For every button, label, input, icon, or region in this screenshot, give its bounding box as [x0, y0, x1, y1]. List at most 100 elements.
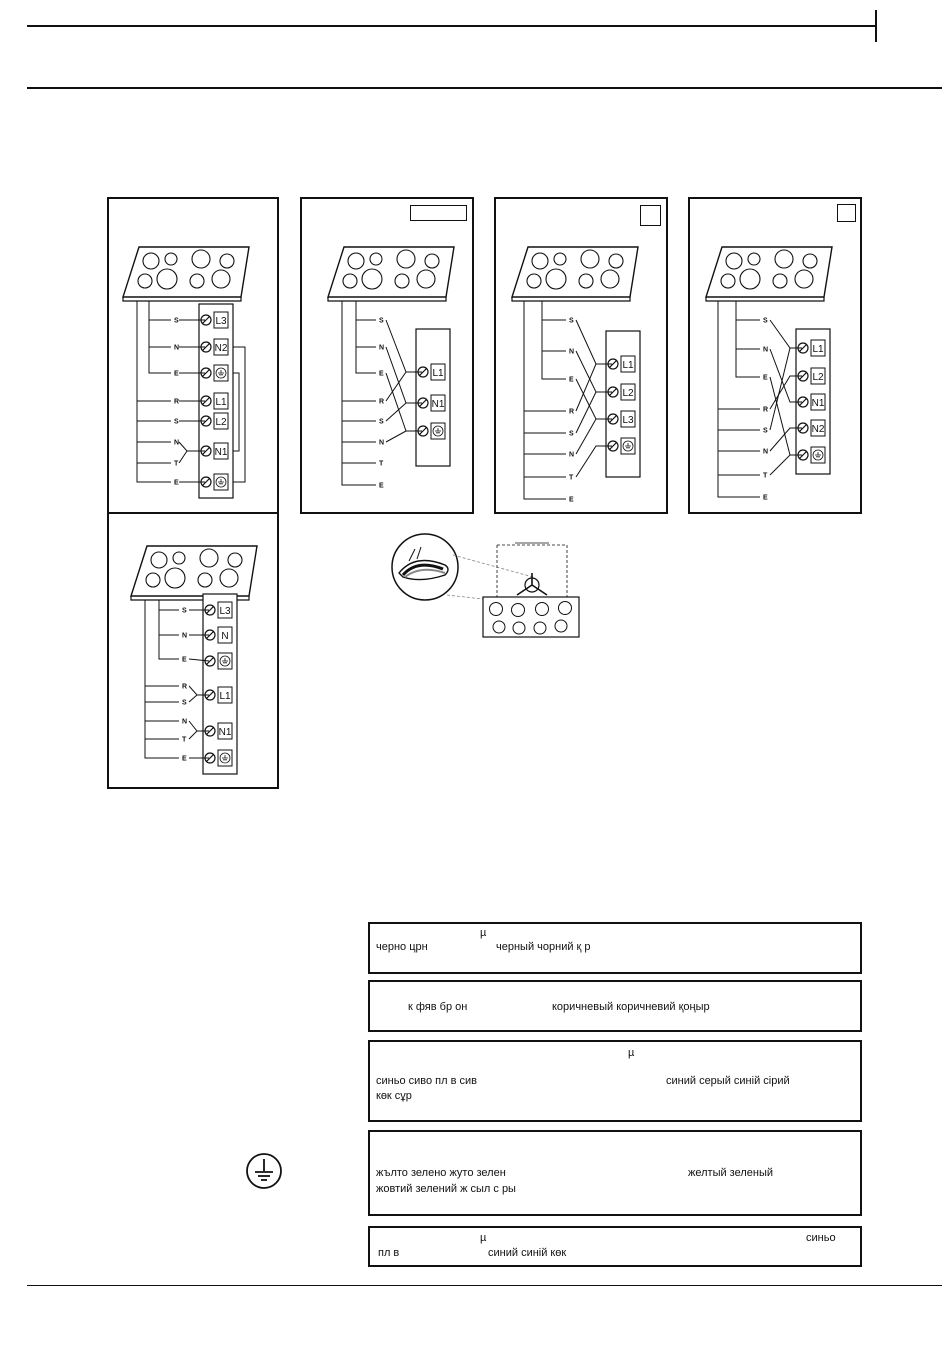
- screw-slot: [206, 727, 214, 735]
- terminal-label: N1: [432, 399, 445, 410]
- wire-link: [575, 445, 612, 478]
- terminal-label: N2: [215, 343, 228, 354]
- hob-edge: [327, 297, 447, 302]
- terminal-label-box: [620, 355, 636, 373]
- wire-label: E: [182, 657, 187, 664]
- cooking-zone: [739, 268, 761, 290]
- cooking-zone: [150, 551, 168, 569]
- wire-label: N: [763, 347, 768, 354]
- cooking-zone: [369, 252, 383, 266]
- color-text: черный чорний қ р: [496, 941, 591, 953]
- wire-label: N: [763, 449, 768, 456]
- wire-label: S: [569, 431, 574, 438]
- hob-illustration: [122, 246, 250, 302]
- screw-slot: [202, 417, 210, 425]
- wire-label: E: [379, 483, 384, 490]
- earth-icon: [215, 476, 227, 488]
- earth-ground-icon: [246, 1153, 282, 1189]
- terminal-label-box: [620, 383, 636, 401]
- screw-slot: [799, 398, 807, 406]
- terminal: [204, 652, 233, 670]
- wire-label: T: [379, 461, 384, 468]
- cooking-zone: [342, 273, 358, 289]
- cable-trunk: [158, 600, 179, 660]
- wire-label: R: [569, 409, 574, 416]
- wire-label: E: [182, 756, 187, 763]
- wire-link: [575, 418, 597, 455]
- wire-label: T: [569, 475, 574, 482]
- cooking-zone: [608, 253, 624, 269]
- screw-slot: [799, 424, 807, 432]
- terminal: L1: [607, 355, 636, 373]
- terminal: L1: [200, 392, 229, 410]
- cable-trunk: [541, 301, 566, 380]
- diagram-2-badge: [410, 205, 467, 221]
- cooking-zone: [142, 252, 160, 270]
- earth-symbol: [815, 452, 821, 458]
- terminal-label: L2: [812, 372, 824, 383]
- terminal-block: [605, 330, 641, 478]
- cable-trunk: [144, 600, 179, 759]
- wire-label: E: [763, 495, 768, 502]
- cable-trunk: [136, 301, 171, 483]
- wire-label: S: [182, 700, 187, 707]
- wire-link: [769, 375, 802, 410]
- color-text: коричневый коричневий қоңыр: [552, 1001, 710, 1013]
- terminal-label: L3: [219, 606, 231, 617]
- terminal-label: L1: [219, 691, 231, 702]
- cable-trunk: [735, 301, 760, 378]
- wire-link: [769, 454, 791, 476]
- terminal-label-box: [213, 442, 229, 460]
- screw-slot: [202, 397, 210, 405]
- terminal-label: N1: [812, 398, 825, 409]
- earth-icon: [219, 655, 231, 667]
- screw-slot: [799, 451, 807, 459]
- screw-slot: [202, 447, 210, 455]
- wire-label: S: [174, 318, 179, 325]
- cooking-zone: [720, 273, 736, 289]
- terminal-label-box: [217, 626, 233, 644]
- wire-label: N: [174, 345, 179, 352]
- hob-edge: [122, 297, 242, 302]
- header-rule-bottom: [27, 87, 942, 89]
- terminal-label-box: [430, 394, 446, 412]
- screw-slot: [202, 343, 210, 351]
- wire-label: R: [182, 684, 187, 691]
- screw-slot: [609, 360, 617, 368]
- terminal-label-box: [213, 311, 229, 329]
- cooking-zone: [137, 273, 153, 289]
- cooking-zone: [361, 268, 383, 290]
- screw-slot: [419, 368, 427, 376]
- cable-trunk: [148, 301, 171, 374]
- hob-edge: [705, 297, 825, 302]
- terminal-label: L1: [432, 368, 444, 379]
- wire-label: R: [379, 399, 384, 406]
- wire-label: N: [182, 719, 187, 726]
- earth-icon: [622, 440, 634, 452]
- cooking-zone: [747, 252, 761, 266]
- cooking-zone: [580, 249, 600, 269]
- cooking-zone: [199, 548, 219, 568]
- earth-symbol: [222, 658, 228, 664]
- mu-symbol: µ: [628, 1047, 635, 1059]
- color-text: черно црн: [376, 941, 428, 953]
- cooking-zone: [211, 269, 231, 289]
- cooking-zone: [164, 567, 186, 589]
- cooking-zone: [794, 269, 814, 289]
- cooking-zone: [774, 249, 794, 269]
- cooking-zone: [416, 269, 436, 289]
- hob-illustration: [130, 545, 258, 601]
- wire-label: T: [182, 737, 187, 744]
- cooking-zone: [424, 253, 440, 269]
- terminal: L1: [797, 339, 826, 357]
- header-rule-tick: [875, 10, 877, 42]
- wire-link: [385, 430, 407, 443]
- terminal-label-box: [213, 392, 229, 410]
- cooking-zone: [197, 572, 213, 588]
- wire-label: T: [174, 461, 179, 468]
- terminal: N2: [200, 338, 229, 356]
